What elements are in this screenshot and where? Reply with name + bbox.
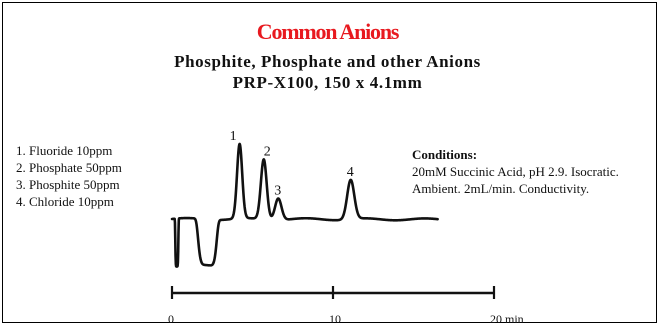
conditions-heading: Conditions: bbox=[412, 147, 478, 162]
legend-item-4: 4. Chloride 10ppm bbox=[16, 194, 114, 209]
peak-labels: 1 2 3 4 bbox=[230, 129, 354, 199]
x-tick-label-0: 0 bbox=[168, 312, 174, 326]
chart-title: Common Anions bbox=[256, 19, 400, 44]
peak-label-1: 1 bbox=[230, 129, 237, 144]
conditions-block: Conditions: 20mM Succinic Acid, pH 2.9. … bbox=[412, 146, 648, 197]
x-tick-label-2: 20 min bbox=[490, 312, 524, 326]
peak-label-3: 3 bbox=[274, 183, 281, 198]
conditions-line-2: Ambient. 2mL/min. Conductivity. bbox=[412, 181, 590, 196]
conditions-line-1: 20mM Succinic Acid, pH 2.9. Isocratic. bbox=[412, 164, 619, 179]
chart-subtitle-1: Phosphite, Phosphate and other Anions bbox=[174, 52, 481, 71]
peak-legend: 1. Fluoride 10ppm 2. Phosphate 50ppm 3. … bbox=[16, 142, 122, 210]
chromatogram-trace bbox=[170, 142, 439, 268]
peak-label-2: 2 bbox=[264, 144, 271, 159]
chart-frame bbox=[2, 2, 657, 323]
legend-item-1: 1. Fluoride 10ppm bbox=[16, 143, 113, 158]
legend-item-3: 3. Phosphite 50ppm bbox=[16, 177, 120, 192]
chart-subtitle-2: PRP-X100, 150 x 4.1mm bbox=[232, 73, 423, 92]
peak-label-4: 4 bbox=[347, 165, 354, 180]
legend-item-2: 2. Phosphate 50ppm bbox=[16, 160, 122, 175]
x-axis-ticks: 0 10 20 min bbox=[168, 286, 524, 326]
x-tick-label-1: 10 bbox=[329, 312, 341, 326]
